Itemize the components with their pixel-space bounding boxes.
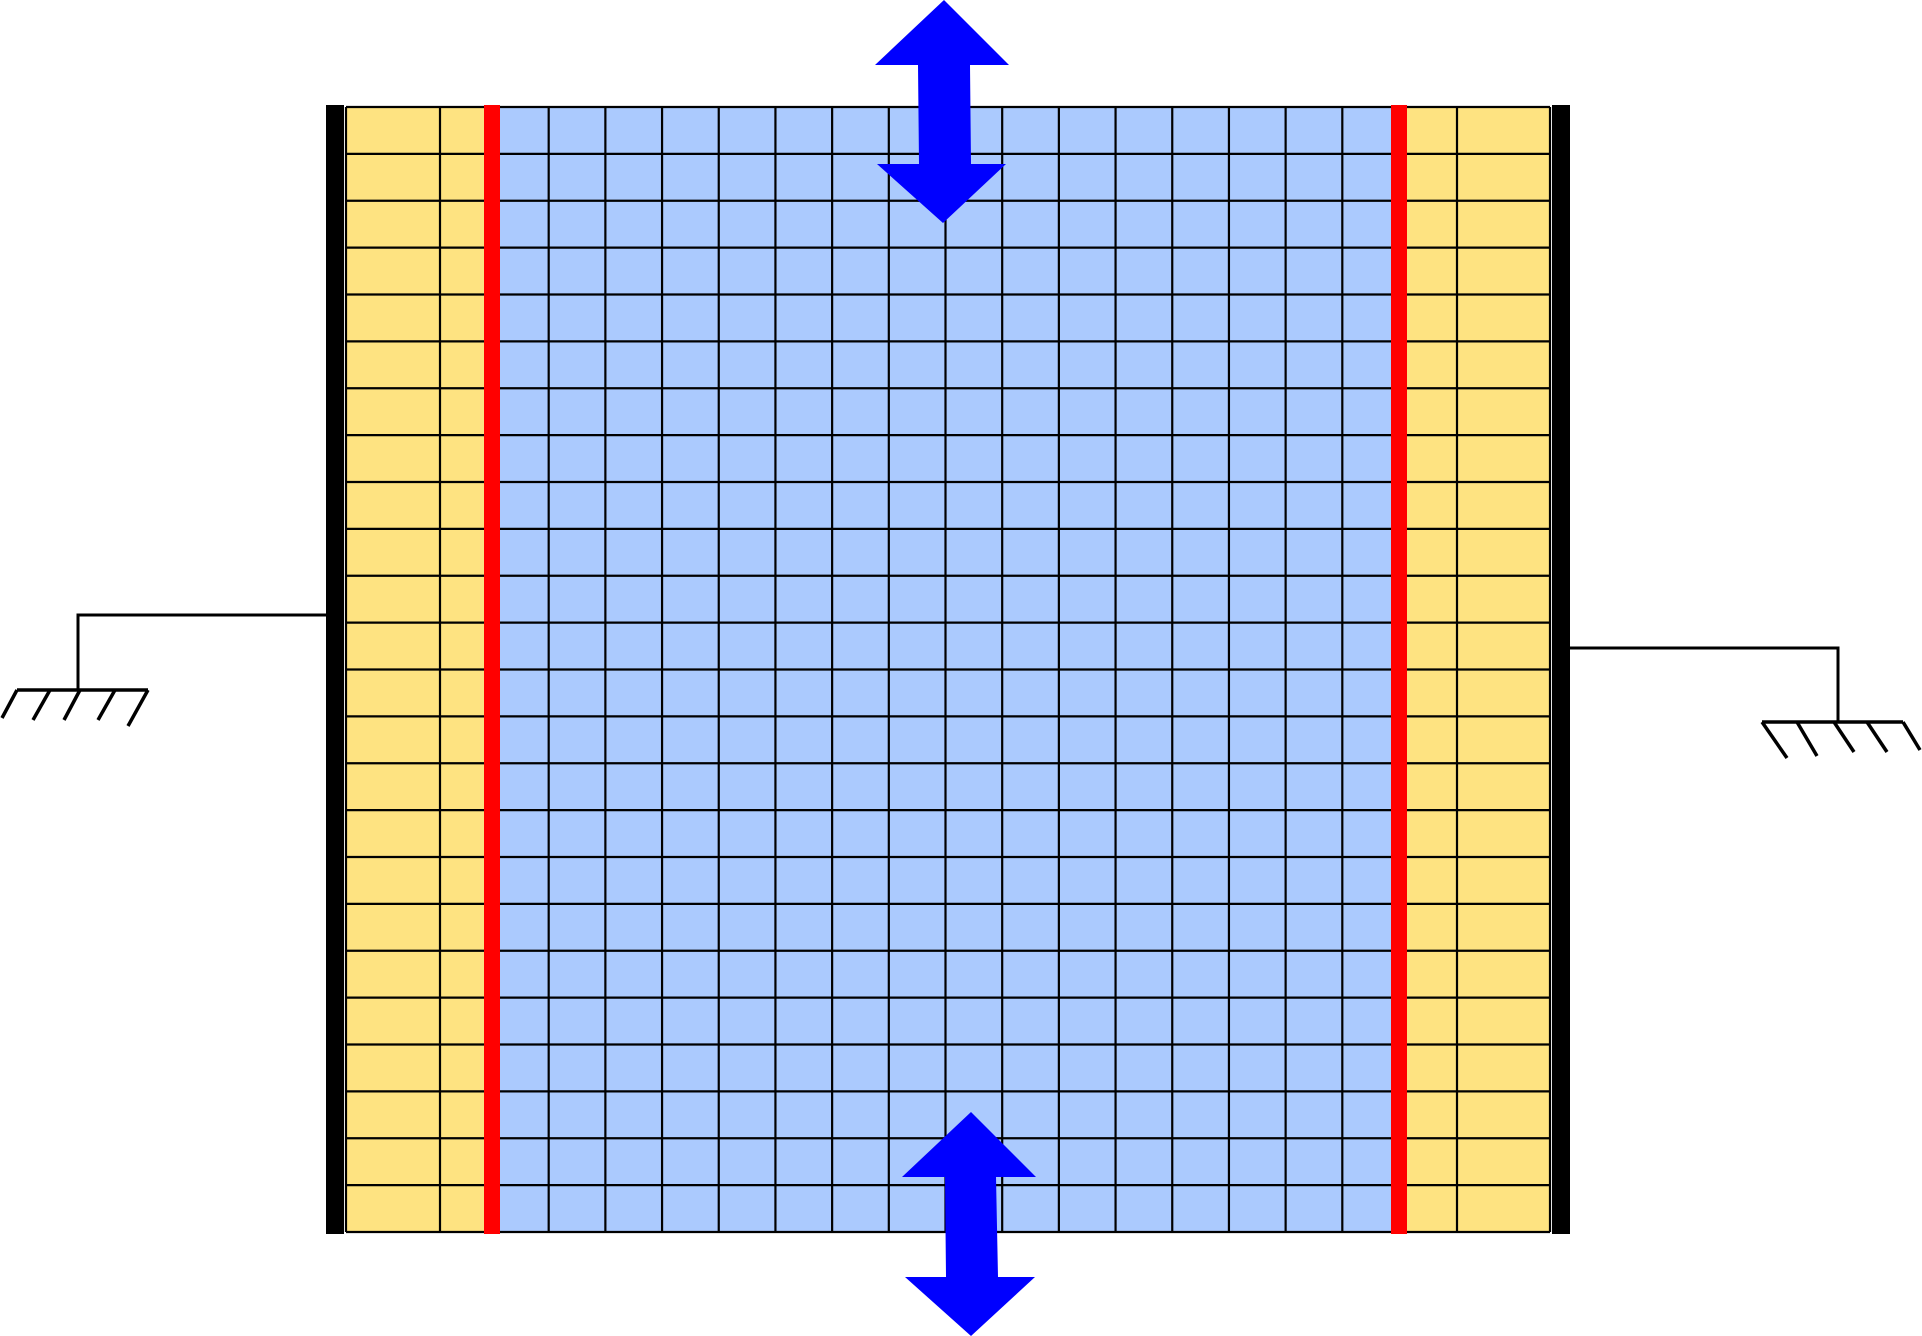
double-arrow-icon [902, 1112, 1036, 1336]
bottom-load-arrow [902, 1112, 1036, 1336]
left-ground-support [0, 613, 326, 727]
support-leader-line [76, 613, 326, 690]
ground-hatch-line [1760, 721, 1789, 759]
ground-hatch-line [62, 689, 82, 721]
fixed-edges [326, 105, 1570, 1234]
ground-icon [0, 688, 150, 727]
right-fixed-edge [1552, 105, 1570, 1234]
ground-hatch-line [96, 689, 117, 721]
ground-icon [1760, 720, 1922, 759]
ground-hatch-line [1832, 721, 1856, 753]
ground-hatch-line [126, 689, 150, 727]
support-leader-line [1570, 646, 1840, 722]
load-arrows [875, 0, 1036, 1336]
ground-hatch-line [1795, 721, 1819, 757]
ground-supports [0, 613, 1922, 759]
ground-hatch-line [1901, 721, 1922, 751]
ground-hatch-line [31, 689, 52, 721]
right-ground-support [1570, 646, 1922, 759]
ground-hatch-line [1865, 721, 1889, 753]
top-load-arrow [875, 0, 1009, 223]
left-interface [484, 105, 500, 1234]
interface-lines [484, 105, 1407, 1234]
double-arrow-icon [875, 0, 1009, 223]
ground-hatch-line [0, 689, 19, 719]
left-fixed-edge [326, 105, 344, 1234]
right-interface [1391, 105, 1407, 1234]
